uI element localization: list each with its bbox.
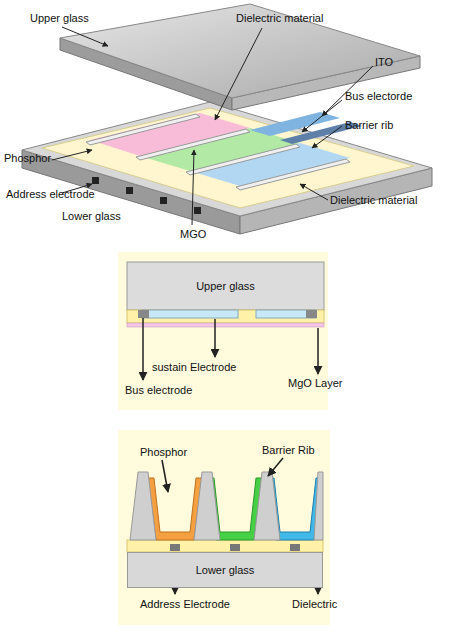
lower-assembly [22, 102, 432, 234]
lower-section [118, 430, 330, 625]
part-label: Lower glass [62, 210, 121, 223]
upper-glass-plate [60, 4, 420, 110]
part-label: ITO [375, 56, 393, 69]
plate-name: Lower glass [196, 564, 255, 576]
part-label: Barrier rib [345, 119, 393, 132]
part-label: Address Electrode [140, 598, 230, 611]
plate-name: Upper glass [196, 280, 255, 292]
leader-lines [143, 318, 318, 380]
part-label: Upper glass [30, 12, 89, 25]
part-label: MgO Layer [288, 377, 342, 390]
part-label: Bus electorde [345, 90, 412, 103]
part-label: Barrier Rib [262, 444, 315, 457]
part-label: Dielectric [292, 598, 337, 611]
part-label: sustain Electrode [152, 361, 236, 374]
glass-plate: Upper glass [127, 262, 324, 310]
part-label: Dielectric material [236, 12, 323, 25]
part-label: Address electrode [6, 188, 95, 201]
part-label: Bus electrode [125, 384, 192, 397]
glass-plate: Lower glass [127, 552, 323, 588]
leader-lines [52, 27, 373, 225]
part-label: Phosphor [4, 152, 51, 165]
part-label: MGO [180, 228, 206, 241]
part-label: Dielectric material [330, 194, 417, 207]
part-label: Phosphor [140, 446, 187, 459]
